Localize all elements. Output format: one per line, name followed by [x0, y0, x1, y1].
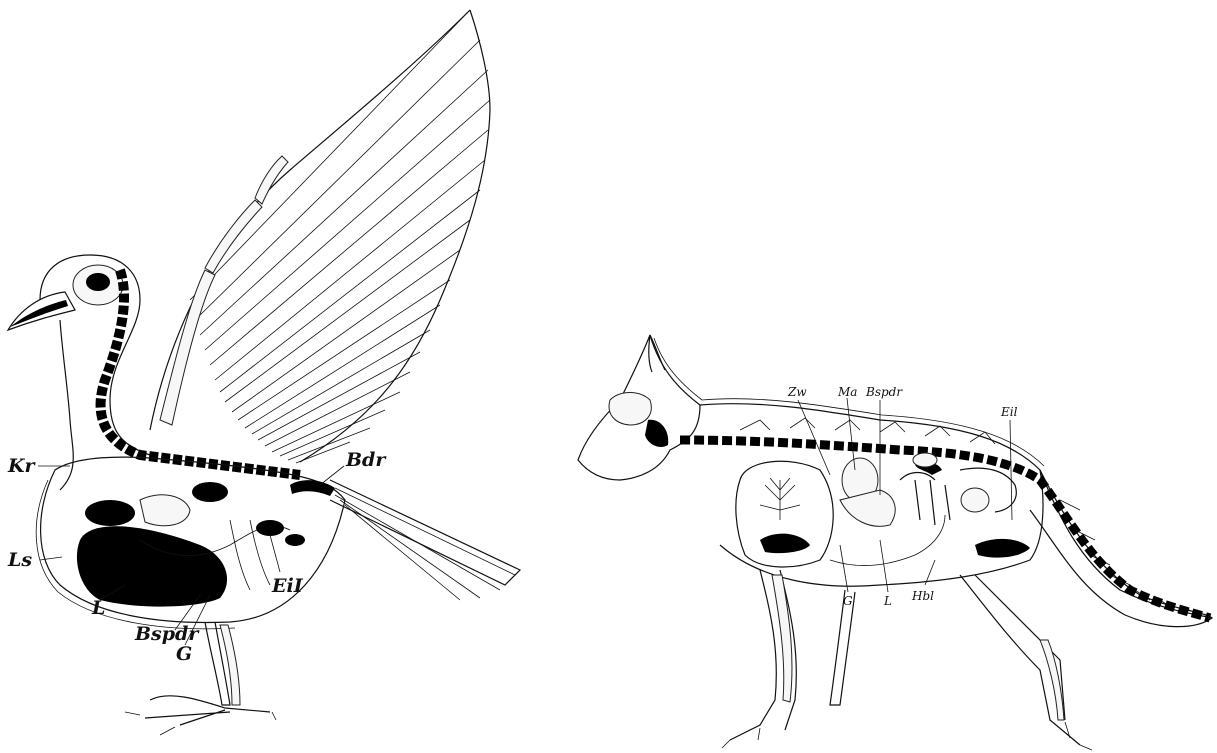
label-l: L [91, 597, 105, 619]
label-l-fox: L [883, 594, 892, 608]
label-ls: Ls [7, 549, 32, 571]
bird-head-neck [8, 255, 300, 490]
bird-tail [330, 480, 520, 600]
fox-vertebrae-spines [740, 418, 995, 444]
label-bdr: Bdr [345, 449, 387, 471]
bird-wing [150, 10, 490, 463]
label-bspdr-fox: Bspdr [865, 385, 903, 399]
label-ma: Ma [837, 385, 857, 399]
bird-body [36, 457, 345, 629]
label-g-fox: G [843, 594, 853, 608]
label-eil-bird: EiI [271, 575, 304, 597]
label-g: G [176, 643, 192, 665]
label-eil-fox: Eil [1000, 405, 1018, 419]
fox-legs [722, 570, 1092, 750]
fox-spine [680, 440, 1210, 618]
label-hbl: Hbl [911, 589, 934, 603]
label-zw: Zw [787, 385, 807, 399]
label-kr: Kr [7, 455, 37, 477]
fox-figure: Zw Ma Bspdr Eil G L Hbl [578, 335, 1212, 750]
bird-figure: Kr Bdr Ls L Bspdr G EiI [7, 10, 520, 735]
